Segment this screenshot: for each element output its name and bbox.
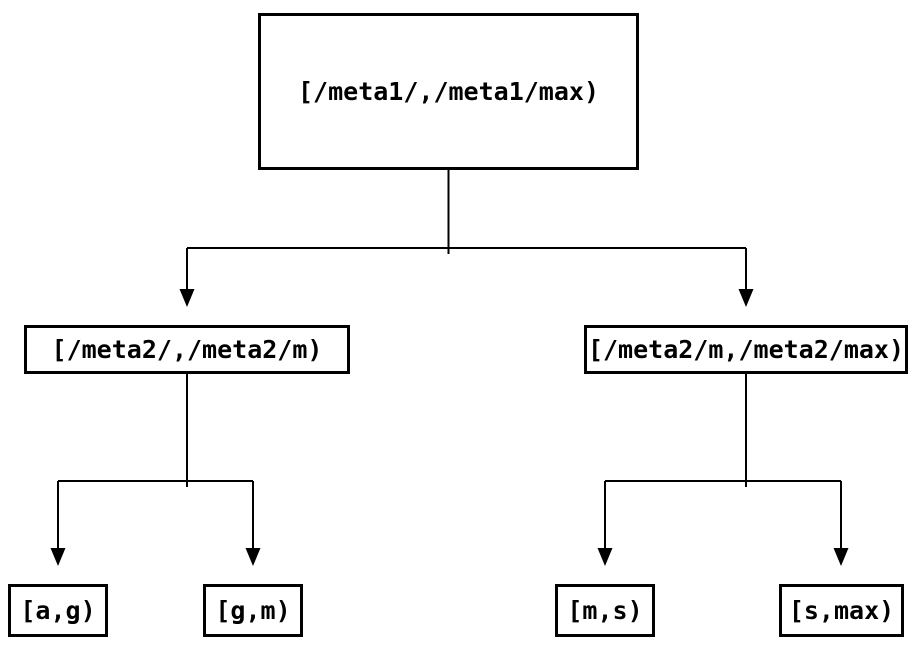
node-right-child: [/meta2/m,/meta2/max)	[584, 325, 908, 374]
arrowhead-left-child	[179, 289, 195, 307]
node-leaf-g-m-label: [g,m)	[215, 596, 291, 625]
node-root: [/meta1/,/meta1/max)	[258, 13, 639, 170]
arrowhead-leaf-ms	[597, 548, 613, 566]
edge-root-to-children	[179, 170, 754, 307]
edge-right-to-leaves	[597, 374, 849, 566]
edge-left-to-leaves	[50, 374, 261, 566]
node-leaf-s-max: [s,max)	[779, 584, 904, 637]
node-leaf-a-g: [a,g)	[8, 584, 108, 637]
node-right-child-label: [/meta2/m,/meta2/max)	[587, 335, 905, 364]
arrowhead-leaf-gm	[245, 548, 261, 566]
node-leaf-a-g-label: [a,g)	[20, 596, 96, 625]
node-leaf-s-max-label: [s,max)	[788, 596, 895, 625]
node-left-child-label: [/meta2/,/meta2/m)	[51, 335, 323, 364]
node-left-child: [/meta2/,/meta2/m)	[24, 325, 350, 374]
node-leaf-g-m: [g,m)	[203, 584, 303, 637]
node-root-label: [/meta1/,/meta1/max)	[297, 77, 600, 106]
node-leaf-m-s: [m,s)	[555, 584, 655, 637]
arrowhead-leaf-ag	[50, 548, 66, 566]
arrowhead-right-child	[738, 289, 754, 307]
node-leaf-m-s-label: [m,s)	[567, 596, 643, 625]
arrowhead-leaf-smax	[833, 548, 849, 566]
